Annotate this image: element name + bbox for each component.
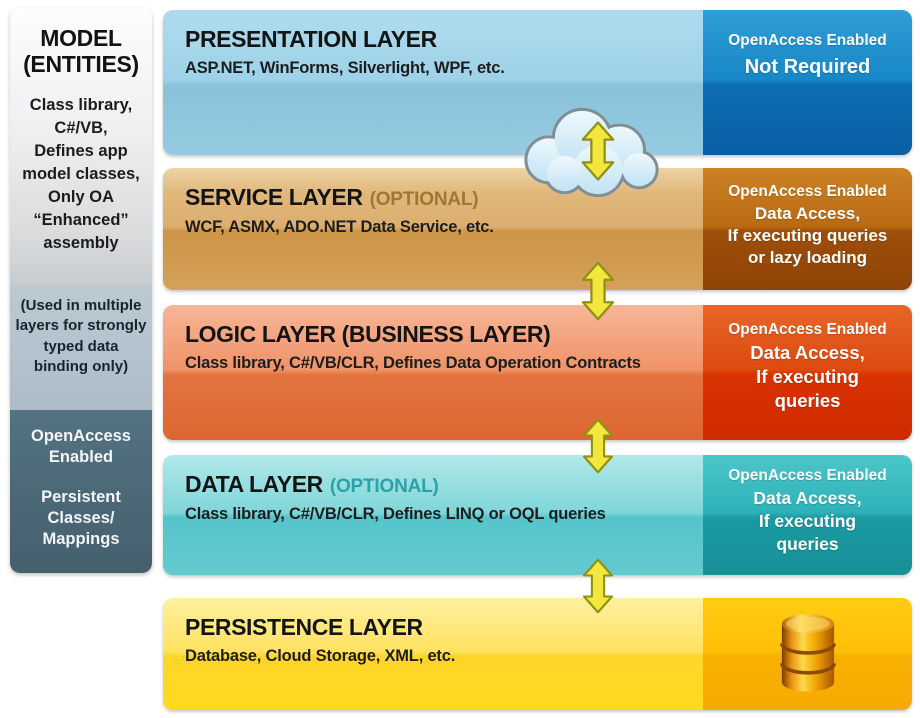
layer-logic: LOGIC LAYER (BUSINESS LAYER) Class libra… xyxy=(163,305,912,440)
layer-title: SERVICE LAYER(OPTIONAL) xyxy=(185,184,479,210)
layer-data: DATA LAYER(OPTIONAL) Class library, C#/V… xyxy=(163,455,912,575)
double-arrow-icon xyxy=(582,558,614,614)
double-arrow-icon xyxy=(582,418,614,474)
side-panel-detail: Data Access, If executing queries or laz… xyxy=(727,204,888,268)
double-arrow-icon xyxy=(581,261,615,321)
model-panel-footer: OpenAccess Enabled Persistent Classes/ M… xyxy=(10,410,152,573)
model-entities-panel: MODEL (ENTITIES) Class library, C#/VB, D… xyxy=(10,8,152,573)
persistent-classes-label: Persistent Classes/ Mappings xyxy=(41,488,121,548)
layer-logic-side-panel: OpenAccess Enabled Data Access, If execu… xyxy=(703,305,912,440)
side-panel-detail: Data Access, If executing queries xyxy=(750,342,865,412)
layer-title: DATA LAYER(OPTIONAL) xyxy=(185,471,439,497)
layer-persistence: PERSISTENCE LAYER Database, Cloud Storag… xyxy=(163,598,912,710)
layer-subtitle: WCF, ASMX, ADO.NET Data Service, etc. xyxy=(185,217,494,236)
layer-title: PRESENTATION LAYER xyxy=(185,26,437,52)
layer-persistence-side-panel xyxy=(703,598,912,710)
openaccess-enabled-label: OpenAccess Enabled xyxy=(31,427,131,466)
model-panel-description: Class library, C#/VB, Defines app model … xyxy=(22,95,140,253)
optional-tag: (OPTIONAL) xyxy=(369,189,479,210)
layer-presentation-side-panel: OpenAccess Enabled Not Required xyxy=(703,10,912,155)
layer-title: LOGIC LAYER (BUSINESS LAYER) xyxy=(185,321,551,347)
layer-subtitle: Class library, C#/VB/CLR, Defines LINQ o… xyxy=(185,504,606,523)
model-panel-top: MODEL (ENTITIES) Class library, C#/VB, D… xyxy=(10,8,152,285)
layer-service-side-panel: OpenAccess Enabled Data Access, If execu… xyxy=(703,168,912,290)
layer-title: PERSISTENCE LAYER xyxy=(185,614,423,640)
layer-presentation: PRESENTATION LAYER ASP.NET, WinForms, Si… xyxy=(163,10,912,155)
side-panel-detail: Data Access, If executing queries xyxy=(753,488,862,554)
model-panel-title: MODEL (ENTITIES) xyxy=(23,25,139,77)
layer-persistence-main: PERSISTENCE LAYER Database, Cloud Storag… xyxy=(163,598,703,710)
layer-data-side-panel: OpenAccess Enabled Data Access, If execu… xyxy=(703,455,912,575)
side-panel-header: OpenAccess Enabled xyxy=(728,321,887,338)
layer-subtitle: ASP.NET, WinForms, Silverlight, WPF, etc… xyxy=(185,59,505,78)
side-panel-header: OpenAccess Enabled xyxy=(728,32,887,49)
layer-service: SERVICE LAYER(OPTIONAL) WCF, ASMX, ADO.N… xyxy=(163,168,912,290)
layer-logic-main: LOGIC LAYER (BUSINESS LAYER) Class libra… xyxy=(163,305,703,440)
side-panel-header: OpenAccess Enabled xyxy=(728,183,887,200)
model-panel-note: (Used in multiple layers for strongly ty… xyxy=(10,285,152,410)
layer-presentation-main: PRESENTATION LAYER ASP.NET, WinForms, Si… xyxy=(163,10,703,155)
layer-subtitle: Class library, C#/VB/CLR, Defines Data O… xyxy=(185,354,641,373)
optional-tag: (OPTIONAL) xyxy=(329,476,439,497)
database-icon xyxy=(779,614,836,692)
layer-subtitle: Database, Cloud Storage, XML, etc. xyxy=(185,647,456,666)
side-panel-header: OpenAccess Enabled xyxy=(728,467,887,484)
layer-data-main: DATA LAYER(OPTIONAL) Class library, C#/V… xyxy=(163,455,703,575)
side-panel-detail: Not Required xyxy=(744,56,871,78)
double-arrow-icon xyxy=(581,121,615,181)
